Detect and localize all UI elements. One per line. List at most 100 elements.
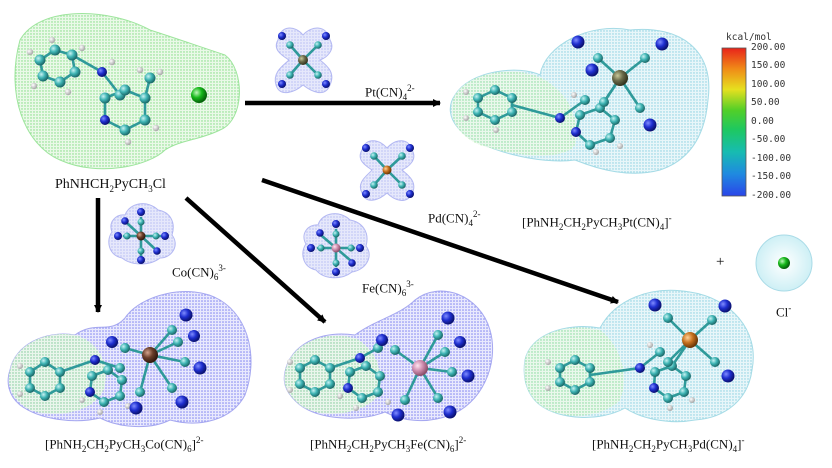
nitrogen-atom [332,268,340,276]
nitrogen-atom [278,32,286,40]
carbon-atom [37,70,49,82]
color-scale-tick: -150.00 [751,171,792,182]
nitrogen-atom [635,363,645,373]
carbon-atom [640,53,650,63]
hydrogen-atom [26,48,34,56]
hydrogen-atom [463,115,469,121]
nitrogen-atom [322,32,330,40]
carbon-atom [123,232,131,240]
hydrogen-atom [545,359,551,365]
nitrogen-atom [362,144,370,152]
nitrogen-atom [406,190,414,198]
carbon-atom [332,230,340,238]
color-scale-tick: 150.00 [751,60,786,71]
nitrogen-atom [454,336,466,348]
nitrogen-atom [443,405,457,419]
color-scale-tick: 200.00 [751,42,786,53]
carbon-atom [390,345,400,355]
cobalt-atom [136,231,146,241]
nitrogen-atom [655,37,669,51]
carbon-atom [317,244,325,252]
hydrogen-atom [337,393,343,399]
carbon-atom [440,347,450,357]
carbon-atom [585,377,595,387]
carbon-atom [370,181,378,189]
carbon-atom [40,357,50,367]
carbon-atom [99,397,109,407]
hydrogen-atom [108,58,116,66]
carbon-atom [655,347,665,357]
carbon-atom [555,363,565,373]
carbon-atom [25,367,35,377]
nitrogen-atom [316,229,324,237]
carbon-atom [663,393,673,403]
carbon-atom [119,124,131,136]
carbon-atom [286,41,294,49]
nitrogen-atom [175,395,189,409]
hydrogen-atom [385,399,391,405]
carbon-atom [580,95,590,105]
carbon-atom [119,84,131,96]
carbon-atom [286,71,294,79]
nitrogen-atom [649,383,659,393]
carbon-atom [357,393,367,403]
hydrogen-atom [97,409,103,415]
carbon-atom [398,181,406,189]
nitrogen-atom [121,217,129,225]
nitrogen-atom [571,35,585,49]
arrow-to-pd-product [261,177,619,305]
hydrogen-atom [17,363,23,369]
carbon-atom [361,361,371,371]
nitrogen-atom [100,115,110,125]
carbon-atom [139,92,151,104]
carbon-atom [473,93,483,103]
chloride-atom [191,87,207,103]
platinum-atom [298,55,308,65]
iron-atom [412,360,428,376]
nitrogen-atom [721,369,735,383]
arrow-to-fe-product [184,196,327,324]
carbon-atom [650,367,660,377]
carbon-atom [681,371,691,381]
pt-product-surface [449,27,710,174]
carbon-atom [433,393,443,403]
carbon-atom [400,395,410,405]
color-scale-tick: 0.00 [751,116,774,127]
hydrogen-atom [593,149,599,155]
hydrogen-atom [17,391,23,397]
carbon-atom [555,377,565,387]
nitrogen-atom [153,247,161,255]
carbon-atom [585,140,595,150]
nitrogen-atom [585,63,599,77]
chloride-atom [778,257,790,269]
hydrogen-atom [156,68,164,76]
carbon-atom [144,72,156,84]
hydrogen-atom [152,124,160,132]
carbon-atom [375,371,385,381]
nitrogen-atom [555,113,565,123]
nitrogen-atom [376,334,388,346]
carbon-atom [40,391,50,401]
carbon-atom [180,357,190,367]
carbon-atom [575,110,585,120]
carbon-atom [167,325,177,335]
hydrogen-atom [30,82,38,90]
hydrogen-atom [617,143,623,149]
carbon-atom [332,259,340,267]
plus-sign: + [716,254,725,270]
nitrogen-atom [188,330,200,342]
carbon-atom [570,385,580,395]
carbon-atom [55,367,65,377]
iron-atom [331,243,341,253]
carbon-atom [139,114,151,126]
carbon-atom [152,232,160,240]
hydrogen-atom [287,387,293,393]
nitrogen-atom [355,353,365,363]
carbon-atom [55,383,65,393]
color-scale-unit: kcal/mol [726,32,772,43]
hydrogen-atom [463,89,469,95]
hydrogen-atom [48,36,56,44]
nitrogen-atom [461,369,475,383]
palladium-atom [682,332,698,348]
carbon-atom [570,355,580,365]
